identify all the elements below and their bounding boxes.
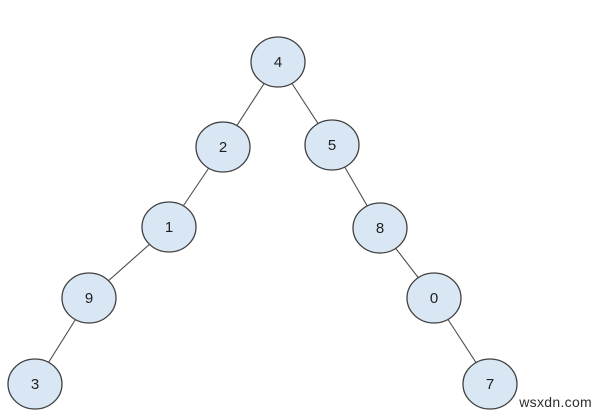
watermark: wsxdn.com — [519, 394, 592, 410]
node-circle-5 — [304, 119, 360, 171]
node-label-7: 7 — [486, 376, 494, 393]
node-circle-8 — [352, 202, 408, 254]
node-label-9: 9 — [85, 290, 93, 307]
node-circle-9 — [61, 272, 117, 324]
node-circle-4 — [250, 36, 306, 88]
tree-node-1: 1 — [141, 201, 197, 253]
tree-node-2: 2 — [195, 121, 251, 173]
node-circle-0 — [406, 272, 462, 324]
tree-node-0: 0 — [406, 272, 462, 324]
node-label-0: 0 — [430, 290, 438, 307]
tree-node-4: 4 — [250, 36, 306, 88]
tree-node-8: 8 — [352, 202, 408, 254]
node-circle-3 — [7, 358, 63, 410]
tree-node-9: 9 — [61, 272, 117, 324]
node-circle-7 — [462, 358, 518, 410]
node-label-1: 1 — [165, 219, 173, 236]
node-label-5: 5 — [328, 137, 336, 154]
node-label-2: 2 — [219, 139, 227, 156]
node-label-3: 3 — [31, 376, 39, 393]
node-circle-2 — [195, 121, 251, 173]
tree-node-5: 5 — [304, 119, 360, 171]
node-label-8: 8 — [376, 220, 384, 237]
tree-edges — [34, 61, 491, 385]
node-label-4: 4 — [274, 54, 282, 71]
tree-node-3: 3 — [7, 358, 63, 410]
tree-node-7: 7 — [462, 358, 518, 410]
node-circle-1 — [141, 201, 197, 253]
